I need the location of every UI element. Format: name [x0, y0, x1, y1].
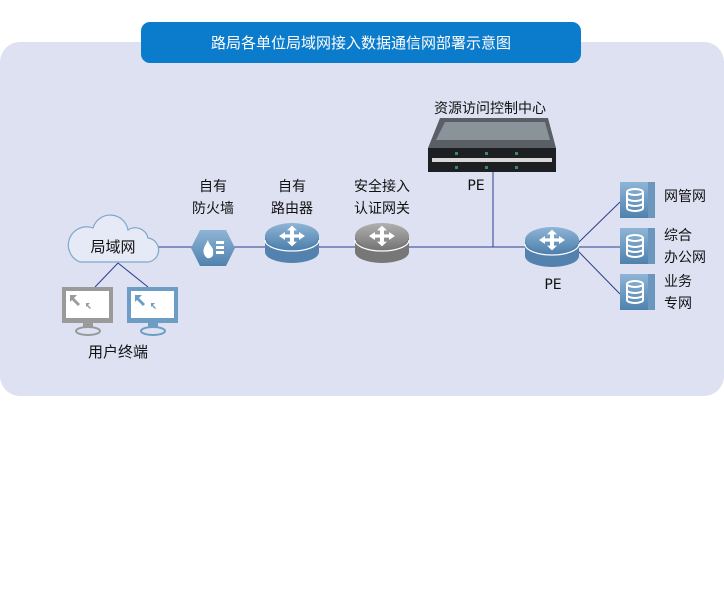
label-line: 自有 [278, 179, 306, 195]
gateway-icon [354, 223, 410, 263]
label-line: 办公网 [664, 250, 706, 266]
database-icon [619, 273, 656, 311]
terminals-label: 用户终端 [87, 343, 148, 361]
connection-lines [94, 172, 621, 295]
label-line: 路由器 [271, 201, 313, 217]
label-line: 安全接入 [354, 179, 410, 195]
label-line: 网管网 [664, 189, 706, 205]
label-line: 自有 [199, 179, 227, 195]
firewall-label: 自有防火墙 [178, 176, 248, 220]
diagram-title: 路局各单位局域网接入数据通信网部署示意图 [141, 22, 581, 63]
monitor-icon [62, 287, 113, 336]
label-line: 认证网关 [354, 201, 410, 217]
label-line: 业务 [664, 274, 692, 290]
firewall-icon [191, 230, 235, 266]
label-line: 专网 [664, 296, 692, 312]
database-icon [619, 227, 656, 265]
monitor-icon [127, 287, 178, 336]
cloud-icon [67, 214, 160, 263]
pe-top-label: PE [467, 178, 485, 194]
router-icon [264, 223, 320, 263]
network-label-office: 综合办公网 [664, 225, 706, 269]
gateway-label: 安全接入认证网关 [342, 176, 422, 220]
router-label: 自有路由器 [257, 176, 327, 220]
database-icon [619, 181, 656, 219]
label-line: 防火墙 [192, 201, 234, 217]
lan-label: 局域网 [90, 238, 136, 256]
network-label-business: 业务专网 [664, 271, 692, 315]
server-icon [428, 118, 556, 172]
label-line: 综合 [664, 228, 692, 244]
pe-bottom-label: PE [544, 277, 562, 293]
network-label-management: 网管网 [664, 186, 706, 208]
pe-router-icon [524, 227, 580, 267]
access-center-label: 资源访问控制中心 [434, 101, 546, 117]
